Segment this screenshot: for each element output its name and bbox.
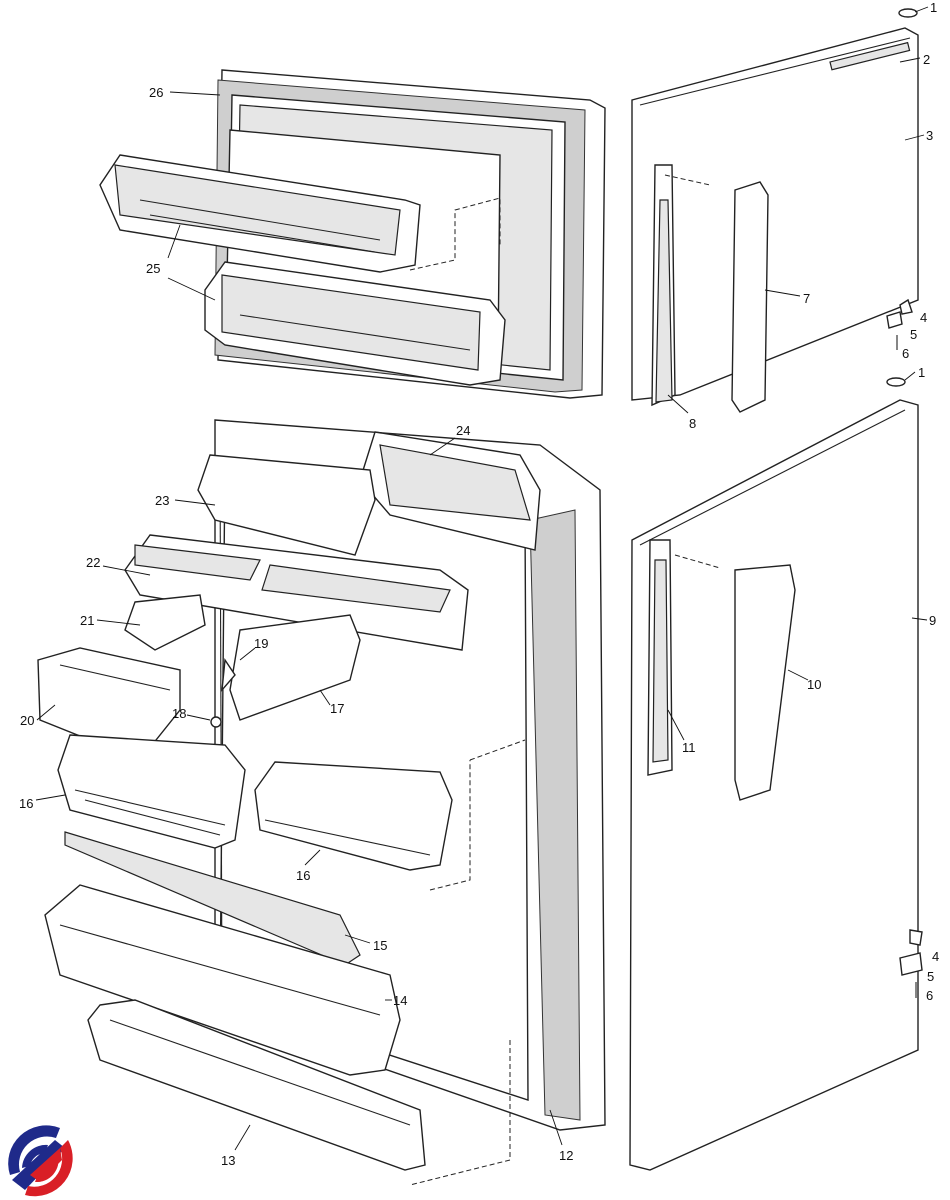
label-4-top: 4 bbox=[920, 310, 927, 325]
label-22: 22 bbox=[86, 555, 100, 570]
label-9: 9 bbox=[929, 613, 936, 628]
part-20-tray bbox=[37, 647, 181, 761]
part-labels: 1 2 3 4 5 6 7 1 8 9 10 11 4 5 6 26 25 24… bbox=[19, 0, 939, 1168]
fresh-food-door-outer bbox=[629, 399, 923, 1171]
freezer-door-outer bbox=[631, 8, 919, 413]
label-24: 24 bbox=[456, 423, 470, 438]
label-26: 26 bbox=[149, 85, 163, 100]
label-1-top: 1 bbox=[930, 0, 937, 15]
label-2: 2 bbox=[923, 52, 930, 67]
label-13: 13 bbox=[221, 1153, 235, 1168]
label-6-bottom: 6 bbox=[926, 988, 933, 1003]
label-16-right: 16 bbox=[296, 868, 310, 883]
swirl-logo-icon bbox=[8, 1125, 73, 1197]
label-5-top: 5 bbox=[910, 327, 917, 342]
dairy-cover bbox=[359, 431, 541, 551]
label-18: 18 bbox=[172, 706, 186, 721]
label-12: 12 bbox=[559, 1148, 573, 1163]
label-11: 11 bbox=[682, 740, 696, 755]
bin-13 bbox=[87, 999, 426, 1171]
label-3: 3 bbox=[926, 128, 933, 143]
bin-16-left bbox=[57, 734, 246, 849]
freezer-door-bin-upper bbox=[99, 154, 421, 273]
part-21-bracket bbox=[124, 594, 206, 651]
label-8: 8 bbox=[689, 416, 696, 431]
bin-14 bbox=[44, 884, 401, 1076]
label-4-bottom: 4 bbox=[932, 949, 939, 964]
part-17-holder bbox=[210, 614, 361, 728]
label-20: 20 bbox=[20, 713, 34, 728]
dairy-bin bbox=[197, 454, 376, 556]
bin-16-right bbox=[254, 761, 453, 871]
label-21: 21 bbox=[80, 613, 94, 628]
label-10: 10 bbox=[807, 677, 821, 692]
label-15: 15 bbox=[373, 938, 387, 953]
label-5-bottom: 5 bbox=[927, 969, 934, 984]
label-19: 19 bbox=[254, 636, 268, 651]
label-16-left: 16 bbox=[19, 796, 33, 811]
label-23: 23 bbox=[155, 493, 169, 508]
label-14: 14 bbox=[393, 993, 407, 1008]
label-25: 25 bbox=[146, 261, 160, 276]
label-1-middle: 1 bbox=[918, 365, 925, 380]
label-17: 17 bbox=[330, 701, 344, 716]
shelf-22 bbox=[124, 534, 469, 651]
label-6-top: 6 bbox=[902, 346, 909, 361]
leader-lines bbox=[35, 6, 929, 1151]
part-15-trim bbox=[64, 831, 361, 966]
freezer-door-bin-lower bbox=[204, 261, 506, 386]
label-7: 7 bbox=[803, 291, 810, 306]
